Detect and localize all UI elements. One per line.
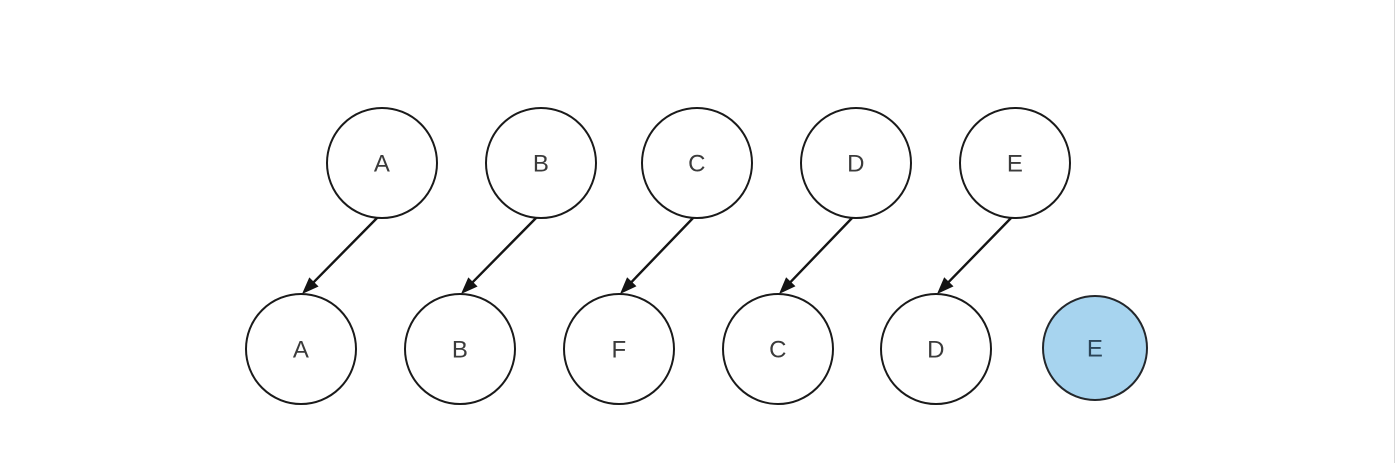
edge-arrow [620, 216, 695, 294]
edge-line [310, 216, 379, 285]
node-label: C [769, 337, 787, 364]
graph-node-e[interactable]: E [959, 107, 1071, 219]
edge-line [628, 216, 695, 285]
node-label: C [688, 151, 706, 178]
node-label: F [612, 337, 627, 364]
node-label: B [533, 151, 549, 178]
node-circle[interactable] [880, 293, 992, 405]
graph-node-b[interactable]: B [404, 293, 516, 405]
node-label: D [847, 151, 865, 178]
edge-line [469, 216, 538, 285]
edge-arrow [302, 216, 379, 294]
node-circle[interactable] [563, 293, 675, 405]
edge-line [787, 216, 854, 285]
node-circle[interactable] [800, 107, 912, 219]
node-circle[interactable] [485, 107, 597, 219]
edge-arrowhead [620, 277, 637, 294]
node-circle-highlighted[interactable] [1042, 295, 1148, 401]
graph-node-d[interactable]: D [800, 107, 912, 219]
graph-node-a[interactable]: A [326, 107, 438, 219]
edge-arrowhead [461, 277, 478, 294]
graph-node-c[interactable]: C [641, 107, 753, 219]
graph-node-c[interactable]: C [722, 293, 834, 405]
edge-arrowhead [302, 277, 319, 294]
node-circle[interactable] [959, 107, 1071, 219]
node-circle[interactable] [404, 293, 516, 405]
edge-arrowhead [937, 277, 954, 294]
right-edge-rule [1394, 0, 1395, 463]
node-label: E [1087, 336, 1103, 363]
node-label: D [927, 337, 945, 364]
node-label: A [293, 337, 309, 364]
graph-node-d[interactable]: D [880, 293, 992, 405]
edge-line [945, 216, 1013, 285]
edges-layer [302, 216, 1013, 294]
node-circle[interactable] [326, 107, 438, 219]
graph-node-a[interactable]: A [245, 293, 357, 405]
node-circle[interactable] [722, 293, 834, 405]
node-label: E [1007, 151, 1023, 178]
graph-node-e[interactable]: E [1042, 295, 1148, 401]
node-circle[interactable] [245, 293, 357, 405]
edge-arrow [937, 216, 1013, 294]
nodes-layer: A B C D E A B F C D E [245, 107, 1148, 405]
graph-node-b[interactable]: B [485, 107, 597, 219]
node-circle[interactable] [641, 107, 753, 219]
edge-arrowhead [779, 277, 796, 294]
edge-arrow [779, 216, 854, 294]
node-label: A [374, 151, 390, 178]
node-label: B [452, 337, 468, 364]
graph-node-f[interactable]: F [563, 293, 675, 405]
edge-arrow [461, 216, 538, 294]
